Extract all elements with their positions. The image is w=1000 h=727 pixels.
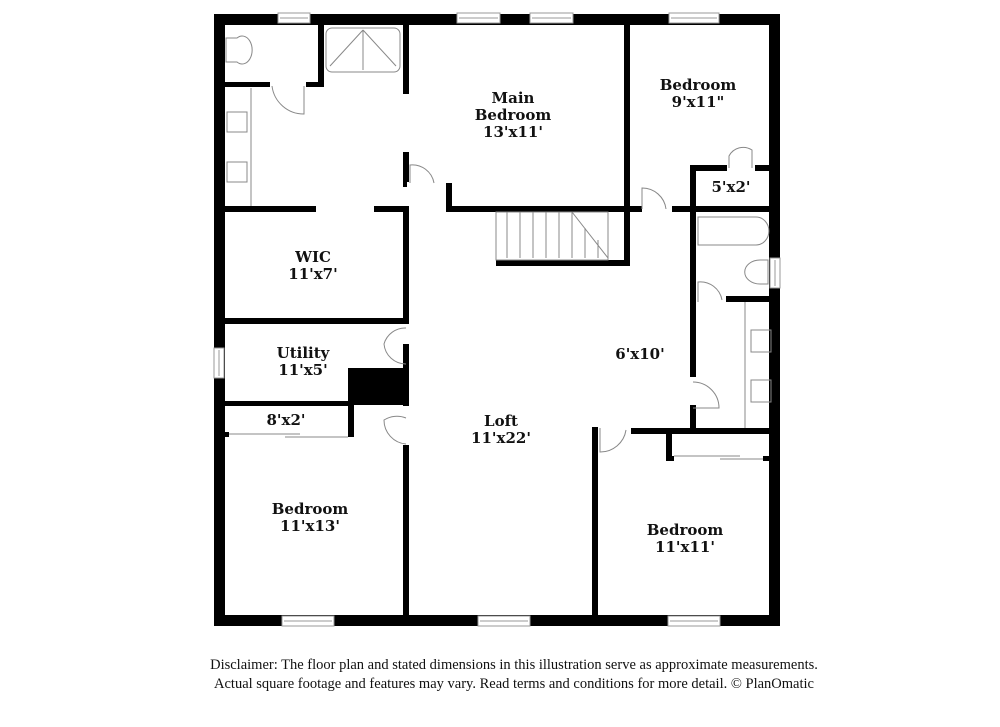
room-dims: 11'x13'	[280, 517, 340, 535]
disclaimer-line-1: Disclaimer: The floor plan and stated di…	[210, 657, 818, 673]
toilet-icon	[225, 35, 253, 65]
bathtub-icon	[697, 216, 770, 246]
room-name: Bedroom	[272, 500, 349, 518]
door-se-bedroom	[599, 428, 627, 453]
disclaimer-line-2: Actual square footage and features may v…	[214, 676, 814, 692]
room-dims: 11'x22'	[471, 429, 531, 447]
room-labels: Main Bedroom 13'x11' Bedroom 9'x11" 5'x2…	[266, 76, 750, 556]
room-dims: 13'x11'	[483, 123, 543, 141]
room-dims: 5'x2'	[711, 178, 750, 196]
room-dims: 8'x2'	[266, 411, 305, 429]
room-name: Loft	[484, 412, 518, 430]
room-dims: 6'x10'	[615, 345, 664, 363]
door-hall-bath-inner	[697, 281, 723, 302]
sink-icon	[226, 111, 248, 133]
room-name: Utility	[277, 344, 331, 362]
room-name: WIC	[294, 248, 331, 266]
stairs-icon	[495, 211, 609, 261]
interior-walls	[224, 14, 772, 617]
floor-plan: Main Bedroom 13'x11' Bedroom 9'x11" 5'x2…	[213, 12, 781, 627]
room-dims: 11'x11'	[655, 538, 715, 556]
sink-icon	[226, 161, 248, 183]
room-name: Bedroom	[660, 76, 737, 94]
door-ne-closet	[728, 146, 753, 168]
sink-icon	[750, 379, 772, 403]
door-main-bedroom	[409, 164, 435, 184]
room-dims: 11'x7'	[288, 265, 337, 283]
room-dims: 9'x11"	[672, 93, 725, 111]
door-utility	[383, 327, 407, 365]
sink-icon	[750, 329, 772, 353]
windows	[213, 12, 781, 627]
room-name: Main	[492, 89, 535, 107]
door-sw-bedroom	[383, 415, 407, 445]
toilet-icon	[744, 259, 769, 285]
door-toilet-room	[271, 85, 305, 115]
fixtures	[225, 27, 772, 428]
door-bath-vanity	[692, 381, 720, 409]
room-dims: 11'x5'	[278, 361, 327, 379]
room-name: Bedroom	[475, 106, 552, 124]
shower-icon	[325, 27, 401, 73]
room-name: Bedroom	[647, 521, 724, 539]
door-hall-bath	[641, 187, 667, 210]
doors	[229, 85, 763, 460]
